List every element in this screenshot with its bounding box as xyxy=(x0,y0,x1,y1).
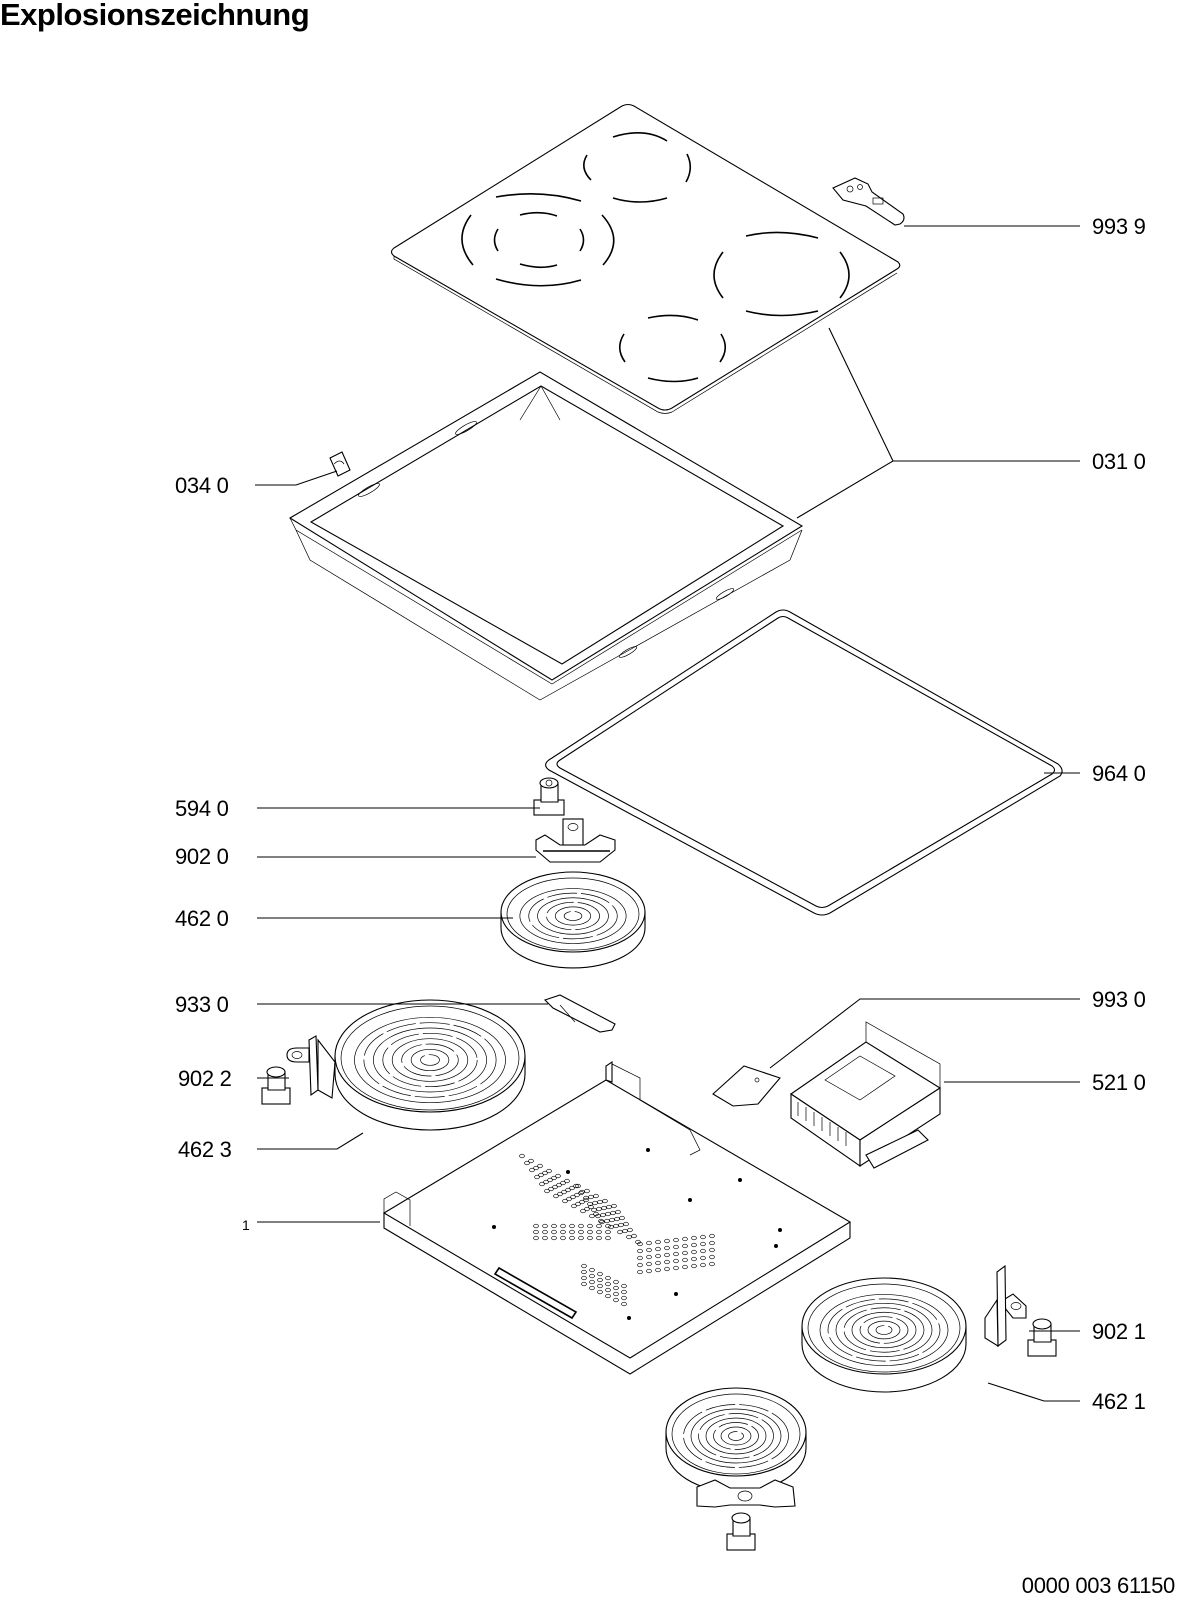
heating-element-4621 xyxy=(801,1277,967,1393)
part-label-0340: 034 0 xyxy=(175,473,229,498)
part-label-9022: 902 2 xyxy=(178,1066,232,1091)
clip-part-9939 xyxy=(832,177,905,226)
leader-lines xyxy=(255,225,1080,1402)
part-label-5210: 521 0 xyxy=(1092,1070,1146,1095)
heating-element-4623 xyxy=(334,999,526,1131)
glass-ceramic-cooktop xyxy=(390,103,901,414)
part-label-9330: 933 0 xyxy=(175,992,229,1017)
gasket-seal xyxy=(545,609,1063,916)
bracket-9020 xyxy=(535,818,616,863)
temperature-limiter-right xyxy=(1027,1318,1057,1357)
base-pan xyxy=(382,1060,852,1375)
heating-element-4620 xyxy=(500,871,646,969)
clip-part-0340 xyxy=(329,451,351,477)
part-label-4621: 462 1 xyxy=(1092,1389,1146,1414)
part-label-9020: 902 0 xyxy=(175,844,229,869)
part-label-9939: 993 9 xyxy=(1092,214,1146,239)
bracket-9021 xyxy=(984,1264,1027,1348)
part-label-4623: 462 3 xyxy=(178,1137,232,1162)
page-title: Explosionszeichnung xyxy=(0,0,310,32)
spring-clip-9330 xyxy=(543,994,616,1033)
part-label-9021: 902 1 xyxy=(1092,1319,1146,1344)
temperature-limiter-left xyxy=(261,1066,291,1105)
part-label-9930: 993 0 xyxy=(1092,987,1146,1012)
part-label-4620: 462 0 xyxy=(175,906,229,931)
part-label-1: 1 xyxy=(242,1217,250,1233)
part-label-0310: 031 0 xyxy=(1092,449,1146,474)
bracket-9930 xyxy=(712,1065,781,1107)
temperature-limiter-5940 xyxy=(533,777,565,816)
ventilation-holes xyxy=(492,1148,782,1320)
part-label-5940: 594 0 xyxy=(175,796,229,821)
cooktop-frame xyxy=(288,371,804,701)
bracket-front xyxy=(696,1479,796,1508)
bracket-9022 xyxy=(286,1035,336,1099)
part-label-9640: 964 0 xyxy=(1092,761,1146,786)
electronics-module-5210 xyxy=(790,1021,942,1169)
document-number: 0000 003 61150 xyxy=(1021,1573,1176,1598)
heating-element-front xyxy=(665,1387,807,1493)
temperature-limiter-front xyxy=(726,1512,756,1551)
